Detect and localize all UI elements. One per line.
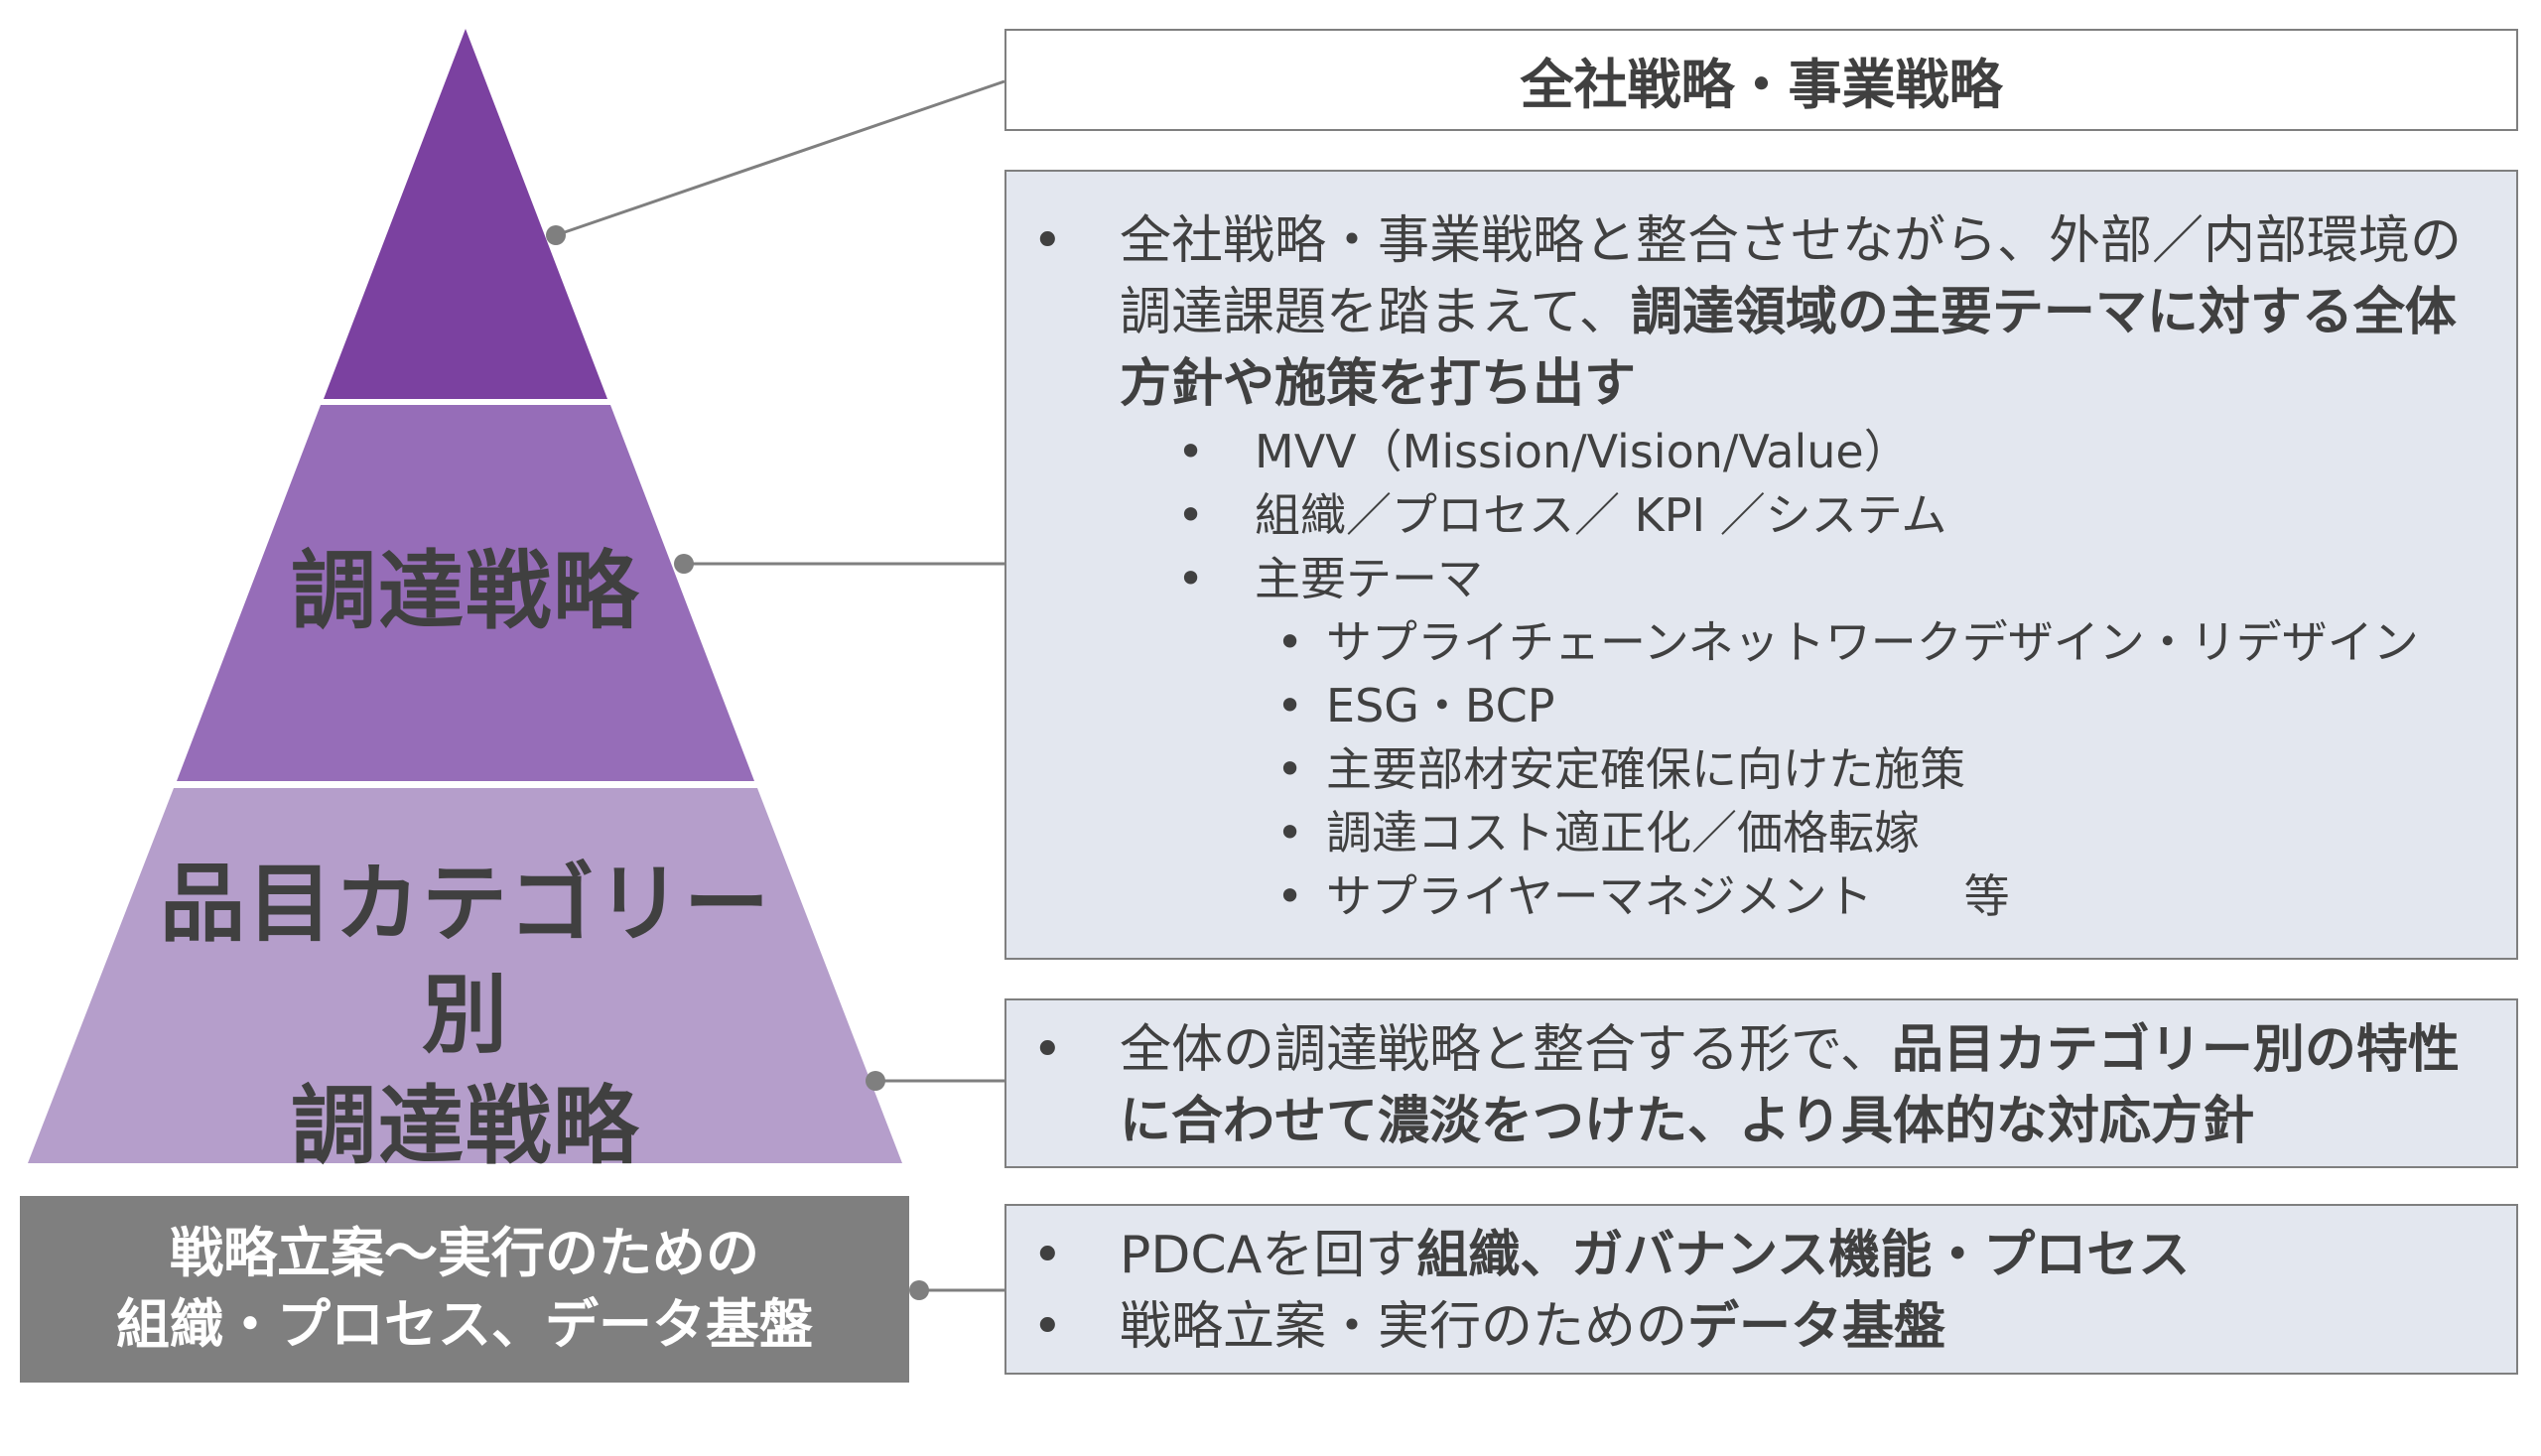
theme-text: ESG・BCP: [1326, 679, 1555, 732]
foundation-text: 戦略立案・実行のための: [1120, 1297, 1688, 1357]
list-item: •MVV（Mission/Vision/Value）: [1177, 425, 1910, 478]
connector-dot: [546, 225, 566, 245]
list-item: •主要テーマ: [1177, 552, 1483, 605]
theme-text: サプライチェーンネットワークデザイン・リデザイン: [1326, 615, 2419, 669]
category-text: 全体の調達戦略と整合する形で、: [1120, 1020, 1892, 1080]
list-item-text: 主要テーマ: [1255, 552, 1483, 605]
corporate-strategy-box: 全社戦略・事業戦略: [1004, 29, 2518, 131]
bullet-icon: •: [1032, 211, 1063, 271]
connector-dot: [866, 1071, 885, 1091]
foundation-bullet-2: • 戦略立案・実行のためのデータ基盤: [1032, 1291, 2496, 1363]
corporate-strategy-title: 全社戦略・事業戦略: [1520, 54, 2003, 116]
foundation-block: 戦略立案～実行のための 組織・プロセス、データ基盤: [20, 1196, 909, 1383]
foundation-box: • PDCAを回す組織、ガバナンス機能・プロセス • 戦略立案・実行のためのデー…: [1004, 1204, 2518, 1375]
connector-line: [555, 79, 1005, 237]
foundation-bold: 組織、ガバナンス機能・プロセス: [1416, 1226, 2191, 1285]
foundation-bullet-1: • PDCAを回す組織、ガバナンス機能・プロセス: [1032, 1220, 2496, 1291]
strategy-main-bullet: • 全社戦略・事業戦略と整合させながら、外部／内部環境の調達課題を踏まえて、調達…: [1032, 205, 2496, 420]
pyramid-middle-layer: [177, 405, 754, 781]
theme-text: サプライヤーマネジメント 等: [1326, 869, 2010, 923]
pyramid-top-layer: [324, 29, 607, 399]
theme-list: •サプライチェーンネットワークデザイン・リデザイン •ESG・BCP •主要部材…: [1255, 610, 2496, 928]
bottom-layer-label: 品目カテゴリー別 調達戦略: [118, 849, 813, 1182]
strategy-main-bold: 調達領域の主要テーマに対する全体方針や施策を打ち出す: [1120, 283, 2457, 414]
foundation-bold: データ基盤: [1687, 1297, 1946, 1357]
pyramid-bottom-layer: [28, 788, 902, 1163]
theme-item: •サプライチェーンネットワークデザイン・リデザイン: [1276, 615, 2419, 669]
strategy-main-text: 全社戦略・事業戦略と整合させながら、外部／内部環境の調達課題を踏まえて、: [1120, 211, 2463, 342]
list-item: •組織／プロセス／ KPI ／システム: [1177, 488, 1947, 542]
theme-item: •調達コスト適正化／価格転嫁: [1276, 806, 1920, 860]
connector-dot: [674, 554, 694, 574]
category-strategy-box: • 全体の調達戦略と整合する形で、品目カテゴリー別の特性に合わせて濃淡をつけた、…: [1004, 998, 2518, 1168]
bullet-icon: •: [1032, 1297, 1063, 1357]
foundation-line1: 戦略立案～実行のための: [170, 1222, 759, 1284]
category-bullet: • 全体の調達戦略と整合する形で、品目カテゴリー別の特性に合わせて濃淡をつけた、…: [1032, 1014, 2496, 1157]
theme-text: 調達コスト適正化／価格転嫁: [1326, 806, 1920, 860]
theme-item: •ESG・BCP: [1276, 679, 1555, 732]
foundation-text: PDCAを回す: [1120, 1226, 1417, 1285]
list-item-text: 組織／プロセス／ KPI ／システム: [1255, 488, 1947, 542]
bullet-icon: •: [1032, 1226, 1063, 1285]
theme-item: •サプライヤーマネジメント 等: [1276, 869, 2010, 923]
theme-text: 主要部材安定確保に向けた施策: [1326, 742, 1965, 796]
bullet-icon: •: [1032, 1020, 1063, 1080]
foundation-line2: 組織・プロセス、データ基盤: [116, 1293, 813, 1356]
bottom-layer-label-line2: 調達戦略: [291, 1077, 640, 1176]
procurement-strategy-box: • 全社戦略・事業戦略と整合させながら、外部／内部環境の調達課題を踏まえて、調達…: [1004, 170, 2518, 960]
category-bold: 品目カテゴリー別の特性に合わせて濃淡をつけた、より具体的な対応方針: [1120, 1020, 2460, 1151]
middle-layer-label: 調達戦略: [291, 542, 640, 641]
bottom-layer-label-line1: 品目カテゴリー別: [160, 855, 771, 1065]
connectors: [546, 79, 1005, 1300]
list-item-text: MVV（Mission/Vision/Value）: [1255, 425, 1910, 478]
theme-item: •主要部材安定確保に向けた施策: [1276, 742, 1965, 796]
connector-dot: [909, 1280, 929, 1300]
strategy-sub-list: •MVV（Mission/Vision/Value） •組織／プロセス／ KPI…: [1120, 420, 2496, 928]
